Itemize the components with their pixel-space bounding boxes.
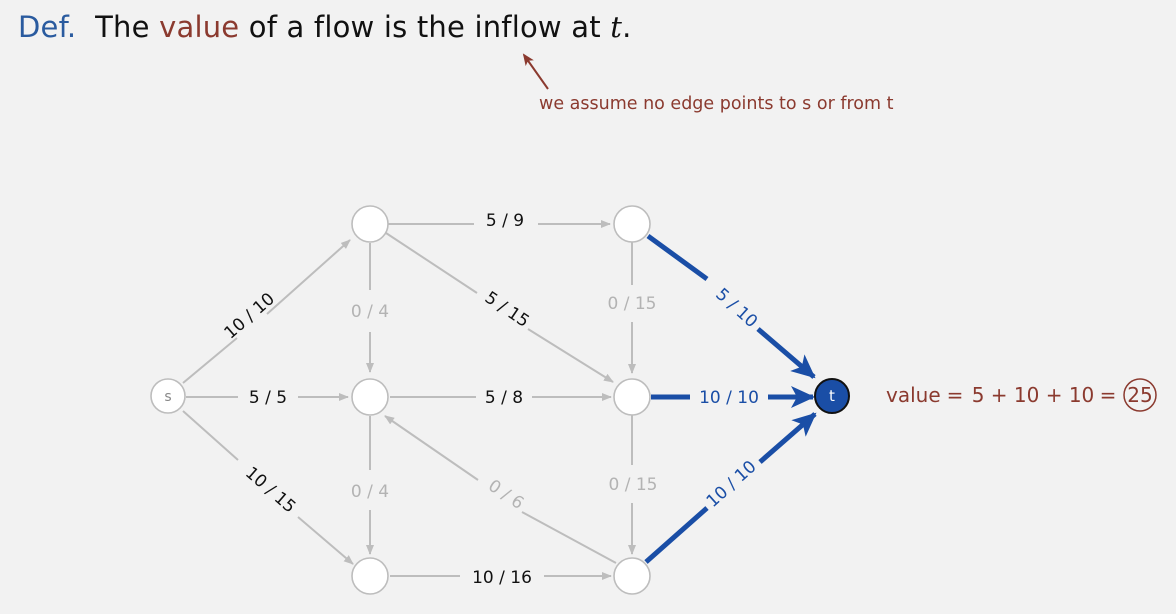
node-a [351, 205, 389, 243]
gray-edges [182, 224, 632, 576]
result-circle [1123, 378, 1157, 412]
node-b [613, 205, 651, 243]
edge-f-c [385, 416, 617, 564]
definition-title: Def. The value of a flow is the inflow a… [18, 10, 631, 44]
title-text-post: of a flow is the inflow at [248, 10, 601, 44]
edge-label-b-t: 5 / 10 [711, 284, 761, 332]
node-t [814, 378, 850, 414]
value-result: 25 [1127, 383, 1152, 407]
title-text-pre: The [95, 10, 150, 44]
edge-label-f-c: 0 / 6 [484, 476, 527, 514]
edge-label-e-f: 10 / 16 [472, 568, 532, 588]
value-equals-1: = [947, 383, 964, 407]
value-computation: value = 5 + 10 + 10 = 25 [886, 378, 1157, 412]
title-highlight: value [159, 10, 240, 44]
def-label: Def. [18, 10, 77, 44]
title-variable: t [610, 10, 623, 44]
edge-label-a-b: 5 / 9 [486, 211, 524, 231]
nodes [150, 205, 651, 595]
value-equals-2: = [1100, 383, 1117, 407]
edge-a-d [385, 232, 613, 382]
node-c [351, 378, 389, 416]
edge-label-s-e: 10 / 15 [241, 463, 299, 517]
annotation-arrow [522, 53, 549, 90]
edge-label-a-c: 0 / 4 [351, 302, 389, 322]
edge-s-e [182, 410, 353, 564]
value-label: value [886, 383, 941, 407]
node-f [613, 557, 651, 595]
node-s-label: s [164, 389, 171, 405]
edge-label-s-a: 10 / 10 [221, 289, 279, 343]
edge-label-c-d: 5 / 8 [485, 388, 523, 408]
node-s [150, 378, 186, 414]
node-e [351, 557, 389, 595]
blue-edges [644, 233, 815, 564]
edge-b-t [646, 233, 814, 377]
edge-f-t [644, 414, 815, 564]
node-t-label: t [829, 387, 835, 405]
edge-label-b-d: 0 / 15 [608, 294, 657, 314]
node-d [613, 378, 651, 416]
edge-label-c-e: 0 / 4 [351, 482, 389, 502]
value-expression: 5 + 10 + 10 [972, 383, 1095, 407]
edge-label-s-c: 5 / 5 [249, 388, 287, 408]
blue-edge-labels: 5 / 10 10 / 10 10 / 10 [699, 284, 761, 511]
edge-label-a-d: 5 / 15 [481, 288, 533, 332]
edge-label-f-t: 10 / 10 [703, 457, 761, 512]
edge-s-a [182, 240, 350, 384]
edge-label-d-t: 10 / 10 [699, 388, 759, 408]
edge-label-d-f: 0 / 15 [609, 475, 658, 495]
title-end: . [622, 10, 632, 44]
annotation-text: we assume no edge points to s or from t [539, 94, 894, 114]
